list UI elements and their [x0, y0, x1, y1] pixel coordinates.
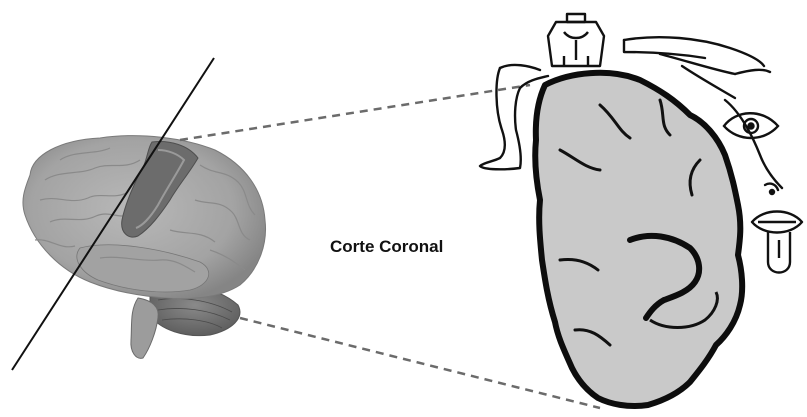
trunk-icon — [548, 14, 604, 66]
upper-connector — [180, 85, 530, 140]
coronal-section — [535, 73, 742, 406]
brainstem — [131, 298, 158, 358]
mouth-tongue-icon — [752, 212, 802, 273]
section-label: Corte Coronal — [330, 237, 443, 257]
lower-connector — [240, 318, 600, 408]
lateral-brain — [12, 58, 266, 370]
